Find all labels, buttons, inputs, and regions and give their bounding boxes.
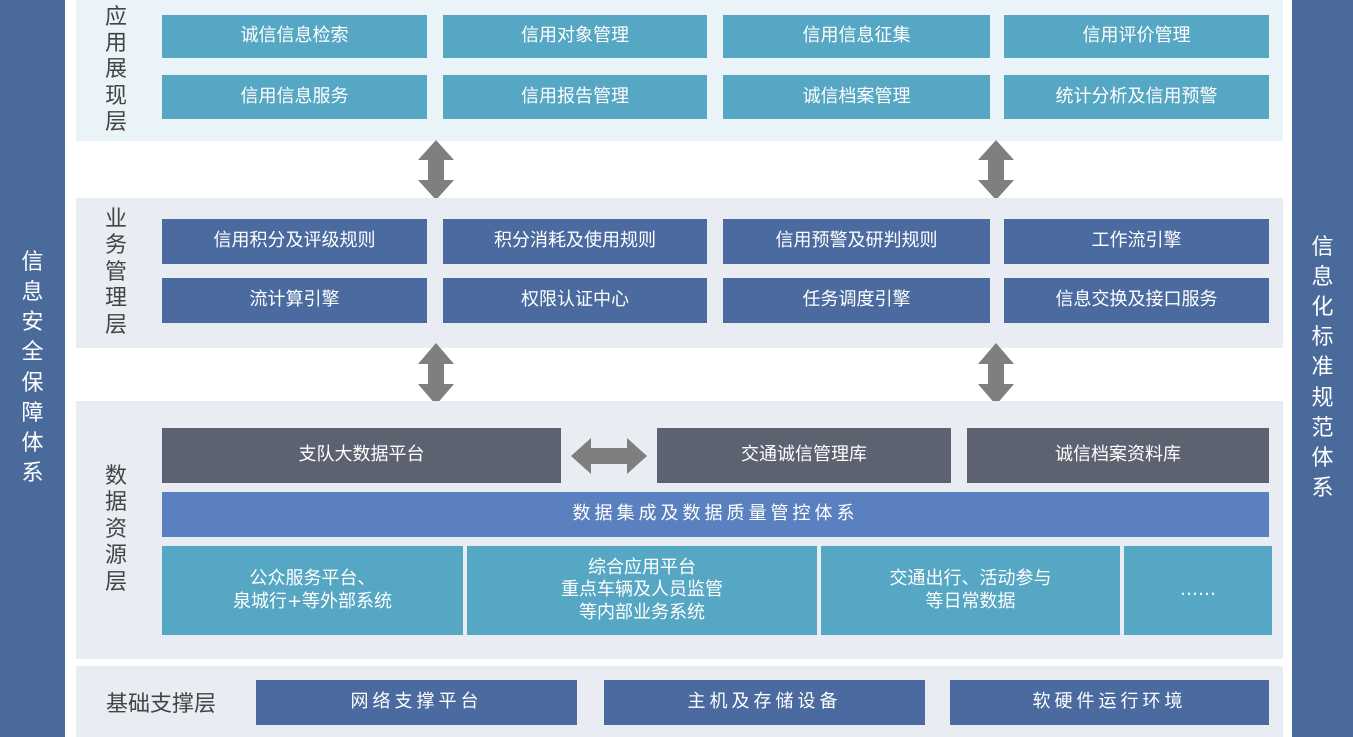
application-layer-title: 应用展现层 (104, 4, 127, 136)
source-1: 综合应用平台 重点车辆及人员监管 等内部业务系统 (467, 546, 817, 635)
data-layer-title-wrap: 数据资源层 (76, 401, 156, 659)
app-item-4: 信用信息服务 (162, 75, 427, 119)
biz-item-5: 权限认证中心 (443, 278, 707, 323)
infra-item-2: 软硬件运行环境 (950, 680, 1269, 725)
biz-item-7: 信息交换及接口服务 (1004, 278, 1269, 323)
infrastructure-layer-title: 基础支撑层 (105, 691, 216, 717)
app-item-0: 诚信信息检索 (162, 15, 427, 58)
right-side-bar: 信息化标准规范体系 (1292, 0, 1353, 737)
biz-item-4: 流计算引擎 (162, 278, 427, 323)
biz-item-6: 任务调度引擎 (723, 278, 990, 323)
source-3: …… (1124, 546, 1272, 635)
platform-2: 诚信档案资料库 (967, 428, 1269, 483)
app-item-3: 信用评价管理 (1004, 15, 1269, 58)
biz-item-0: 信用积分及评级规则 (162, 219, 427, 264)
app-item-1: 信用对象管理 (443, 15, 707, 58)
app-item-7: 统计分析及信用预警 (1004, 75, 1269, 119)
right-side-label: 信息化标准规范体系 (1311, 234, 1334, 501)
infra-item-0: 网络支撑平台 (256, 680, 577, 725)
double-arrow-vertical-icon (417, 140, 455, 200)
biz-item-2: 信用预警及研判规则 (723, 219, 990, 264)
platform-0: 支队大数据平台 (162, 428, 561, 483)
application-layer-title-wrap: 应用展现层 (76, 0, 156, 141)
left-side-label: 信息安全保障体系 (21, 250, 44, 486)
double-arrow-vertical-icon (977, 343, 1015, 405)
double-arrow-vertical-icon (977, 140, 1015, 200)
double-arrow-vertical-icon (417, 343, 455, 405)
integration-bar: 数据集成及数据质量管控体系 (162, 492, 1269, 537)
business-layer-title-wrap: 业务管理层 (76, 198, 156, 348)
left-side-bar: 信息安全保障体系 (0, 0, 65, 737)
double-arrow-horizontal-icon (571, 438, 647, 474)
app-item-6: 诚信档案管理 (723, 75, 990, 119)
app-item-5: 信用报告管理 (443, 75, 707, 119)
business-layer-title: 业务管理层 (104, 207, 127, 338)
biz-item-1: 积分消耗及使用规则 (443, 219, 707, 264)
source-0: 公众服务平台、 泉城行+等外部系统 (162, 546, 463, 635)
data-layer-title: 数据资源层 (104, 464, 127, 595)
platform-1: 交通诚信管理库 (657, 428, 951, 483)
app-item-2: 信用信息征集 (723, 15, 990, 58)
source-2: 交通出行、活动参与 等日常数据 (821, 546, 1120, 635)
infra-item-1: 主机及存储设备 (604, 680, 925, 725)
biz-item-3: 工作流引擎 (1004, 219, 1269, 264)
